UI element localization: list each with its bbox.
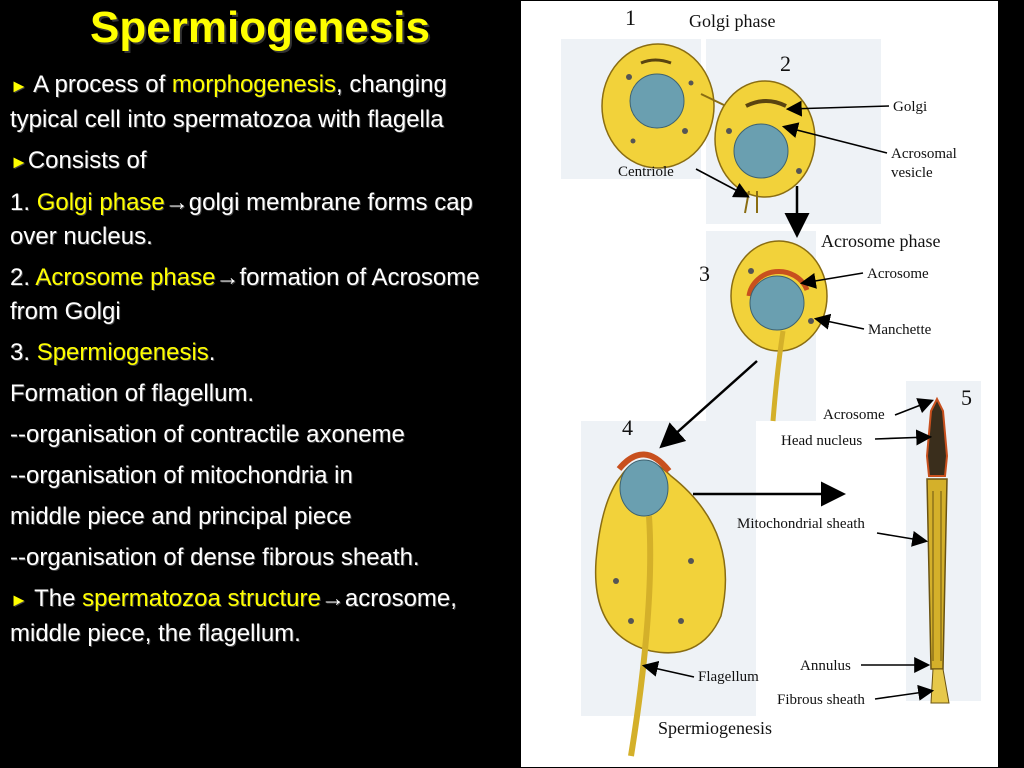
- golgi-pointer: [785, 100, 890, 117]
- bullet-icon: ►: [10, 590, 28, 610]
- cell-1: [601, 43, 715, 169]
- manchette-label: Manchette: [868, 322, 932, 338]
- connector: [700, 93, 727, 107]
- mitochondrial-sheath-label: Mitochondrial sheath: [737, 516, 865, 532]
- flagellum-pointer: [641, 660, 695, 678]
- fibrous-sheath-pointer: [874, 684, 935, 701]
- head-nucleus-pointer: [874, 429, 933, 446]
- step-golgi-phase: 1. Golgi phase→golgi membrane forms cap …: [10, 189, 473, 250]
- arrow-icon: →: [215, 264, 240, 291]
- stage-number-4: 4: [622, 415, 633, 440]
- stage-number-5: 5: [961, 385, 972, 410]
- bullet-paragraph-consists: ►Consists of: [10, 147, 147, 174]
- bullet-icon: ►: [10, 76, 28, 96]
- acrosome-phase-label: Acrosome phase: [821, 231, 940, 251]
- highlight-spermiogenesis: Spermiogenesis: [36, 339, 209, 366]
- text-line: --organisation of dense fibrous sheath.: [10, 544, 420, 571]
- acrosomal-pointer: [781, 122, 888, 154]
- highlight-golgi-phase: Golgi phase: [36, 189, 165, 216]
- mito-sheath-pointer: [876, 531, 929, 547]
- acrosomal-label-2: vesicle: [891, 165, 933, 181]
- fibrous-sheath-label: Fibrous sheath: [777, 692, 865, 708]
- spermiogenesis-diagram: 1 Golgi phase 2 Golgi Acrosomal vesicle …: [521, 1, 998, 767]
- stage-number-1: 1: [625, 5, 636, 30]
- step-acrosome-phase: 2. Acrosome phase→formation of Acrosome …: [10, 264, 480, 325]
- highlight-acrosome-phase: Acrosome phase: [35, 264, 216, 291]
- acrosome5-pointer: [894, 398, 934, 416]
- highlight-spermatozoa-structure: spermatozoa structure: [82, 585, 321, 612]
- acrosomal-label-1: Acrosomal: [891, 146, 957, 162]
- bullet-icon: ►: [10, 152, 28, 172]
- acrosome-label-stage5: Acrosome: [823, 407, 885, 423]
- stage-number-2: 2: [780, 51, 791, 76]
- golgi-label: Golgi: [893, 99, 927, 115]
- acrosome-pointer: [799, 272, 864, 289]
- flagellum-label: Flagellum: [698, 669, 759, 685]
- diagram-svg: 1 Golgi phase 2 Golgi Acrosomal vesicle …: [561, 5, 981, 757]
- acrosome-label: Acrosome: [867, 266, 929, 282]
- highlight-morphogenesis: morphogenesis: [171, 71, 337, 98]
- centriole-label: Centriole: [618, 164, 674, 180]
- golgi-phase-label: Golgi phase: [689, 11, 775, 31]
- cell-3: [730, 240, 828, 422]
- annulus-label: Annulus: [800, 658, 851, 674]
- stage-arrow: [659, 360, 758, 449]
- stage-number-3: 3: [699, 261, 710, 286]
- text-line: --organisation of contractile axoneme: [10, 421, 405, 448]
- manchette-pointer: [813, 313, 865, 330]
- arrow-icon: →: [164, 189, 189, 216]
- slide-body: ► A process of morphogenesis, changing t…: [10, 68, 510, 658]
- text-line: Formation of flagellum.: [10, 380, 255, 407]
- text-line: --organisation of mitochondria in: [10, 462, 353, 489]
- slide-title: Spermiogenesis: [90, 3, 430, 52]
- head-nucleus-label: Head nucleus: [781, 433, 862, 449]
- bullet-paragraph-process: ► A process of morphogenesis, changing t…: [10, 71, 447, 133]
- centriole-pointer: [695, 168, 750, 198]
- cell-4: [594, 451, 727, 757]
- step-spermiogenesis: 3. Spermiogenesis.: [10, 339, 216, 366]
- text-line: middle piece and principal piece: [10, 503, 352, 530]
- cell-5: [925, 396, 950, 704]
- arrow-icon: →: [320, 585, 345, 612]
- bullet-paragraph-structure: ► The spermatozoa structure→acrosome, mi…: [10, 585, 457, 647]
- figure-caption: Spermiogenesis: [658, 718, 772, 738]
